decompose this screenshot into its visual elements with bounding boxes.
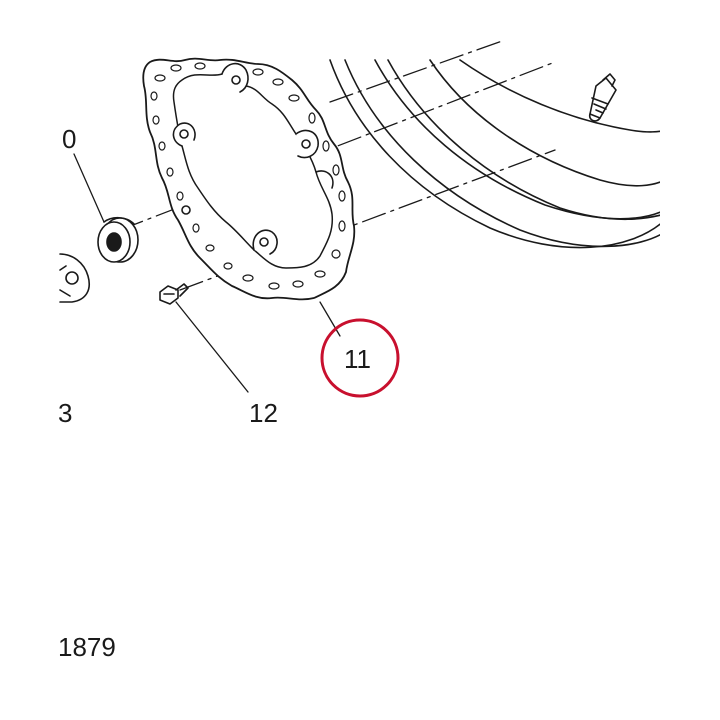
highlight-circle [320, 318, 400, 398]
hub-fragment [59, 253, 90, 303]
figure-number: 1879 [58, 632, 116, 662]
callout-label-edge: 3 [58, 398, 73, 428]
brake-disc [142, 57, 356, 301]
leader-lines [73, 153, 341, 393]
wheel-rim [329, 59, 660, 249]
callout-label-brake-disc: 11 [344, 344, 371, 374]
callout-label-bolt: 12 [249, 398, 278, 428]
tire-valve [588, 73, 617, 122]
spacer-part [97, 216, 139, 263]
callout-label-spacer: 0 [62, 124, 77, 154]
bolt-part [159, 283, 189, 305]
